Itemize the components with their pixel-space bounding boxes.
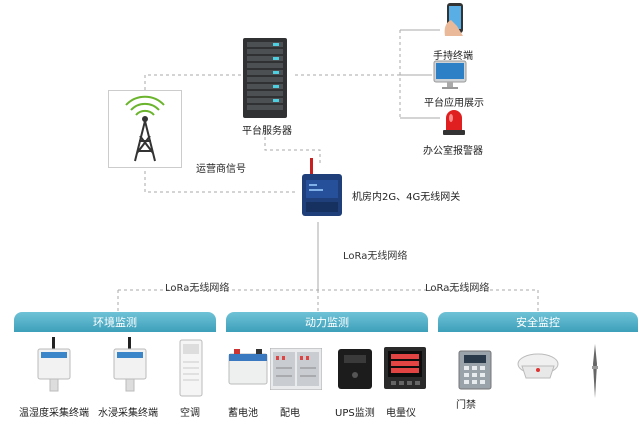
- monitor-icon: [433, 60, 467, 90]
- lightning-rod-icon: [588, 344, 602, 400]
- access-control-icon: [458, 350, 492, 390]
- ups-icon: [336, 348, 374, 390]
- power-meter-icon: [383, 346, 427, 390]
- item-label-battery: 蓄电池: [228, 408, 258, 419]
- water-leak-sensor-icon: [108, 337, 152, 397]
- power-distribution-icon: [269, 347, 323, 391]
- server-label: 平台服务器: [242, 126, 292, 137]
- battery-icon: [228, 348, 268, 386]
- category-tab-security: 安全监控: [438, 312, 638, 332]
- item-label-power-meter: 电量仪: [386, 408, 416, 419]
- client-label-phone: 手持终端: [433, 51, 473, 62]
- temp-humidity-sensor-icon: [32, 337, 76, 397]
- server-icon: [243, 38, 287, 118]
- item-label-temp-humidity: 温湿度采集终端: [19, 408, 89, 419]
- air-conditioner-icon: [178, 338, 204, 398]
- item-label-water-leak: 水浸采集终端: [98, 408, 158, 419]
- gateway-icon: [296, 158, 346, 220]
- lora-center-label: LoRa无线网络: [343, 251, 408, 262]
- client-label-monitor: 平台应用展示: [424, 98, 484, 109]
- item-label-air-conditioner: 空调: [180, 408, 200, 419]
- item-label-power-distribution: 配电: [280, 408, 300, 419]
- smoke-detector-icon: [516, 352, 560, 386]
- gateway-label: 机房内2G、4G无线网关: [352, 192, 461, 203]
- lora-left-label: LoRa无线网络: [165, 283, 230, 294]
- lora-right-label: LoRa无线网络: [425, 283, 490, 294]
- item-label-ups: UPS监测: [335, 408, 375, 419]
- item-label-access-control: 门禁: [456, 400, 476, 411]
- category-tab-power: 动力监测: [226, 312, 428, 332]
- phone-icon: [443, 2, 467, 38]
- tower-label: 运营商信号: [196, 164, 246, 175]
- alarm-icon: [442, 108, 466, 136]
- cell-tower-icon: [108, 90, 182, 168]
- client-label-alarm: 办公室报警器: [423, 146, 483, 157]
- category-tab-environment: 环境监测: [14, 312, 216, 332]
